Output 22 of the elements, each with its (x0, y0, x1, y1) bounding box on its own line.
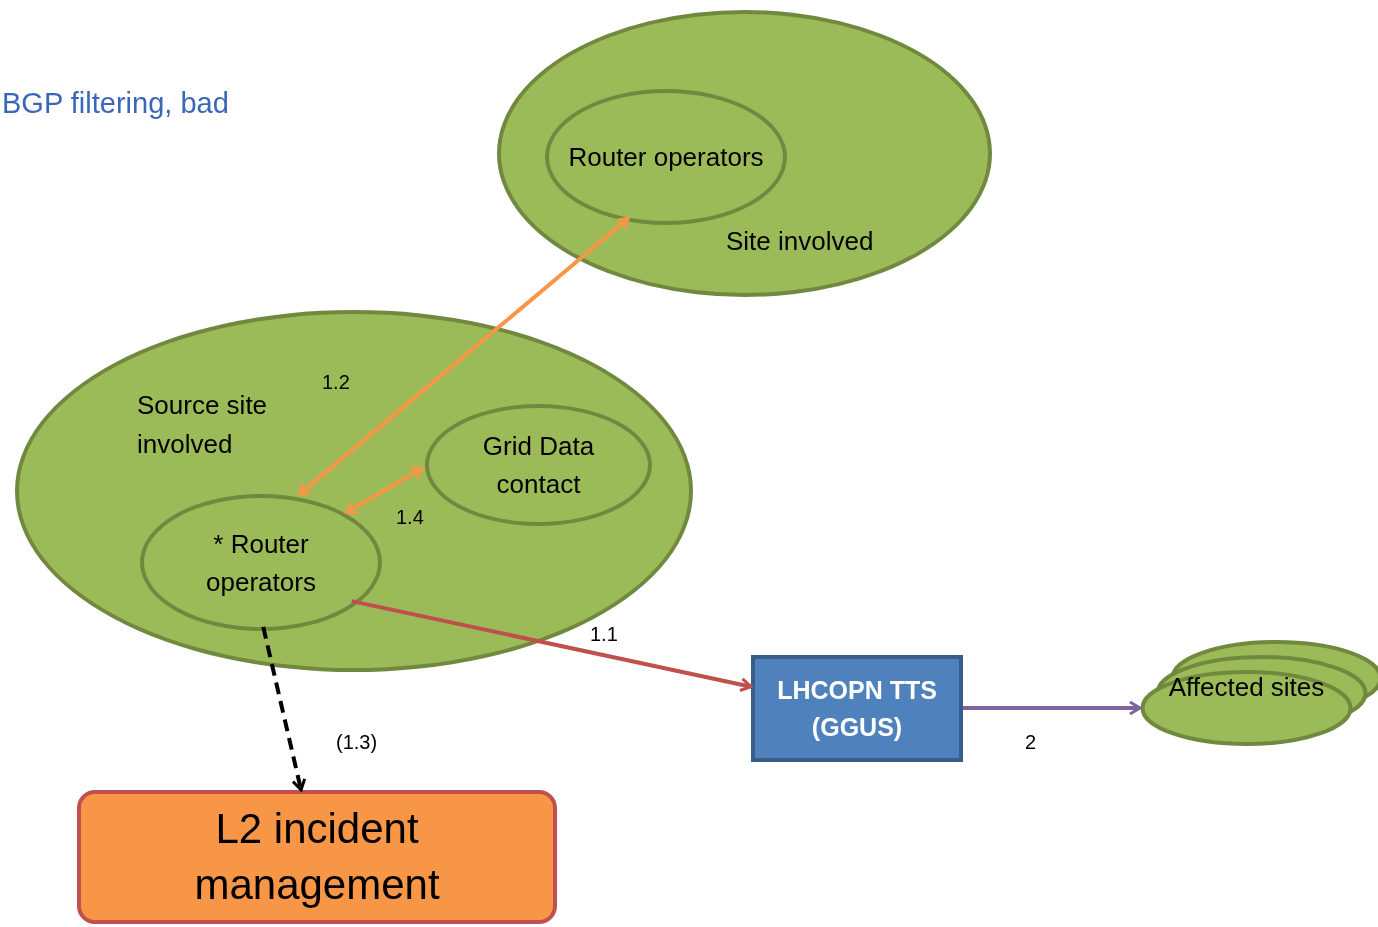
node-label: Source site involved (137, 389, 269, 461)
arrow (297, 216, 630, 496)
edge-label: 1.1 (590, 622, 618, 646)
edge-label: 2 (1025, 730, 1037, 754)
node-label: * Router operators (205, 527, 317, 599)
edge-label: 1.4 (396, 505, 424, 529)
title: BGP filtering, bad (2, 86, 229, 121)
node-label: LHCOPN TTS (GGUS) (776, 674, 938, 743)
node-label: Site involved (726, 225, 875, 258)
arrow (345, 466, 424, 515)
arrow (261, 626, 307, 792)
stacked-ellipses (1140, 640, 1378, 746)
edge-label: 1.2 (322, 370, 350, 394)
edge-label: (1.3) (336, 730, 378, 754)
node-label: Affected sites (1167, 671, 1326, 704)
arrow (351, 599, 753, 693)
arrow (963, 700, 1142, 716)
node-label: L2 incident management (193, 804, 441, 910)
rounded-box (77, 790, 557, 924)
node-label: Grid Data contact (481, 430, 596, 501)
rectangle-box (751, 655, 963, 762)
node-label: Router operators (567, 141, 765, 174)
